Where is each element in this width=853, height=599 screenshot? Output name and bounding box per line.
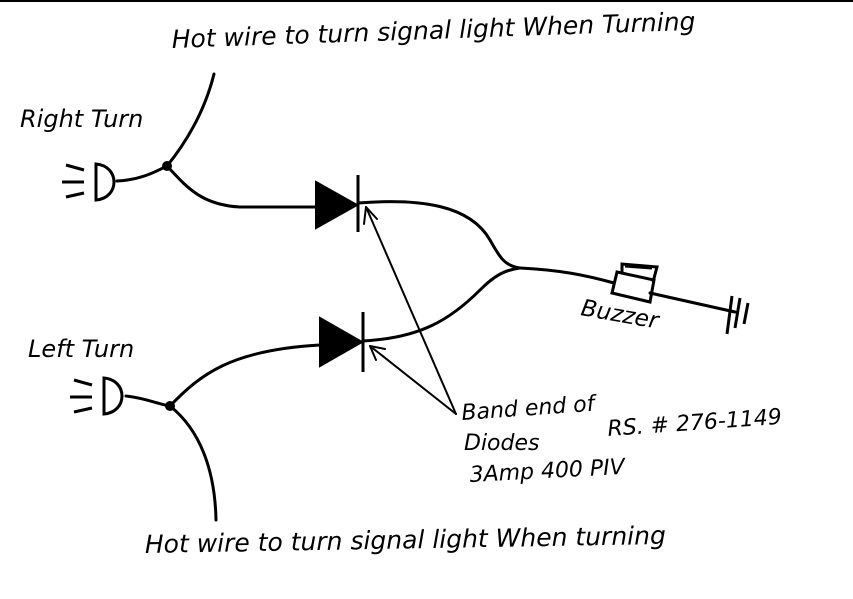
- left-hot-wire: [168, 404, 218, 522]
- right-turn-label: Right Turn: [20, 105, 143, 133]
- left-junction-to-diode-wire: [168, 343, 322, 408]
- left-lamp-wire: [124, 394, 172, 408]
- right-junction-to-diode-wire: [165, 164, 318, 209]
- pointer-arrow-top-icon: [363, 206, 457, 415]
- top-hot-wire-label: Hot wire to turn signal light When Turni…: [171, 7, 696, 54]
- ground-wire: [648, 291, 737, 314]
- band-end-label: Band end of: [461, 392, 599, 426]
- right-lamp-wire: [115, 164, 169, 183]
- pointer-arrow-bottom-icon: [369, 345, 457, 415]
- common-wire: [518, 266, 616, 285]
- bottom-hot-wire-label: Hot wire to turn signal light When turni…: [145, 521, 666, 559]
- left-junction-dot: [165, 401, 175, 411]
- top-diode-output-wire: [356, 200, 522, 270]
- bottom-diode-output-wire: [361, 266, 522, 343]
- diode-rating-label: 3Amp 400 PIV: [469, 455, 627, 488]
- diodes-label: Diodes: [464, 431, 539, 456]
- left-turn-label: Left Turn: [28, 335, 134, 363]
- top-diode-icon: [315, 175, 360, 232]
- buzzer-icon: [610, 262, 659, 304]
- ground-icon: [725, 295, 750, 335]
- right-hot-wire: [165, 72, 216, 168]
- right-junction-dot: [162, 161, 172, 171]
- right-turn-lamp-icon: [62, 162, 116, 202]
- left-turn-lamp-icon: [70, 376, 124, 416]
- bottom-diode-icon: [319, 312, 365, 372]
- part-number-label: RS. # 276-1149: [607, 405, 783, 442]
